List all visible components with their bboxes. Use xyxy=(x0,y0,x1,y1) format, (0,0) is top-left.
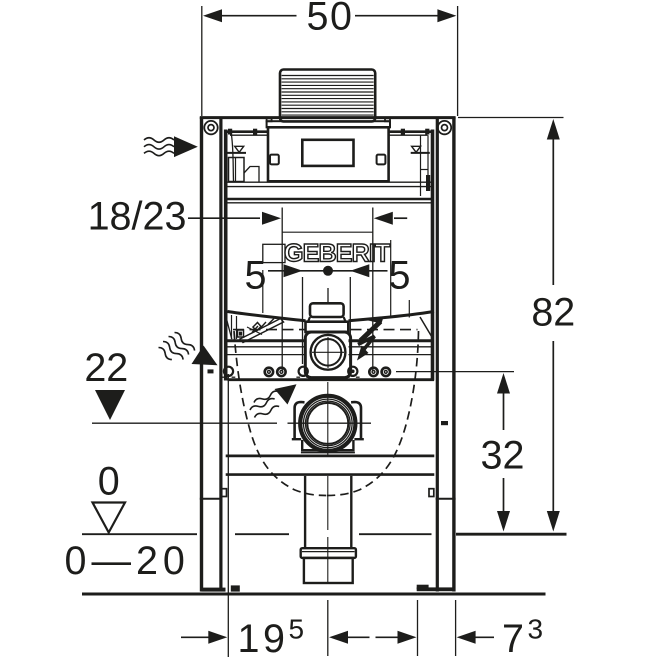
svg-text:5: 5 xyxy=(389,254,411,298)
svg-text:22: 22 xyxy=(84,346,128,390)
svg-text:0—20: 0—20 xyxy=(65,539,190,583)
svg-text:GEBERIT: GEBERIT xyxy=(284,240,390,268)
svg-text:82: 82 xyxy=(531,291,575,335)
svg-text:0: 0 xyxy=(98,460,120,504)
svg-text:32: 32 xyxy=(481,434,525,478)
svg-text:50: 50 xyxy=(307,0,354,38)
svg-text:5: 5 xyxy=(245,254,267,298)
svg-text:73: 73 xyxy=(502,614,547,660)
svg-text:18/23: 18/23 xyxy=(88,195,187,239)
